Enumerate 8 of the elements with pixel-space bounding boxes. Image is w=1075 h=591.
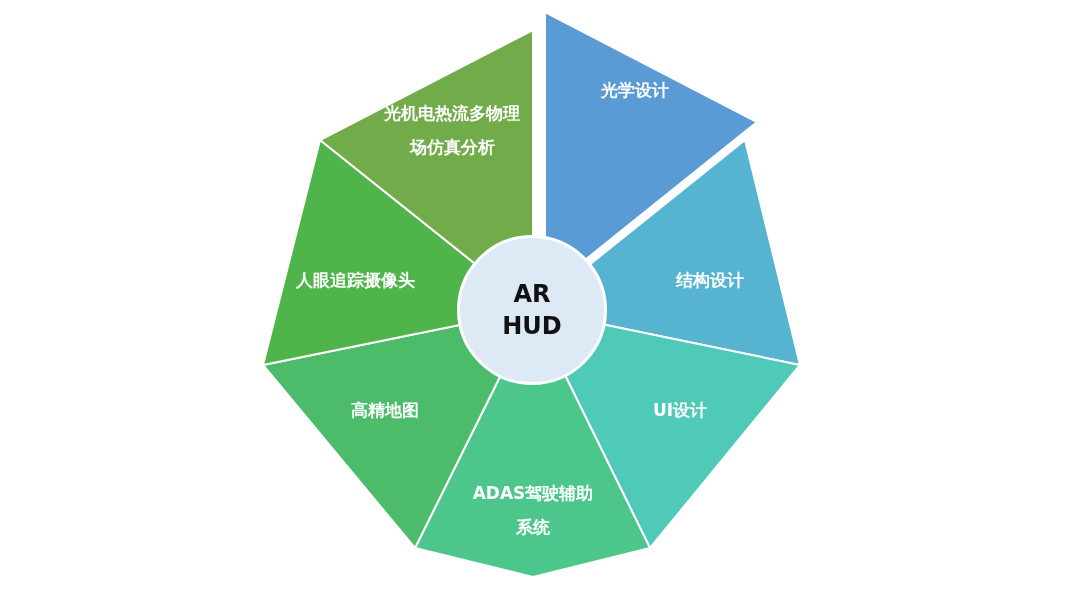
segment-label: ADAS驾驶辅助系统 bbox=[471, 482, 595, 539]
segment-label: 光机电热流多物理场仿真分析 bbox=[383, 102, 521, 159]
segment-label: 结构设计 bbox=[675, 269, 745, 292]
segment-label: 高精地图 bbox=[350, 399, 420, 422]
segment-label: UI设计 bbox=[651, 399, 709, 422]
center-label: AR HUD bbox=[501, 279, 563, 342]
segment-label: 人眼追踪摄像头 bbox=[294, 269, 416, 292]
segment-label: 光学设计 bbox=[600, 79, 670, 102]
